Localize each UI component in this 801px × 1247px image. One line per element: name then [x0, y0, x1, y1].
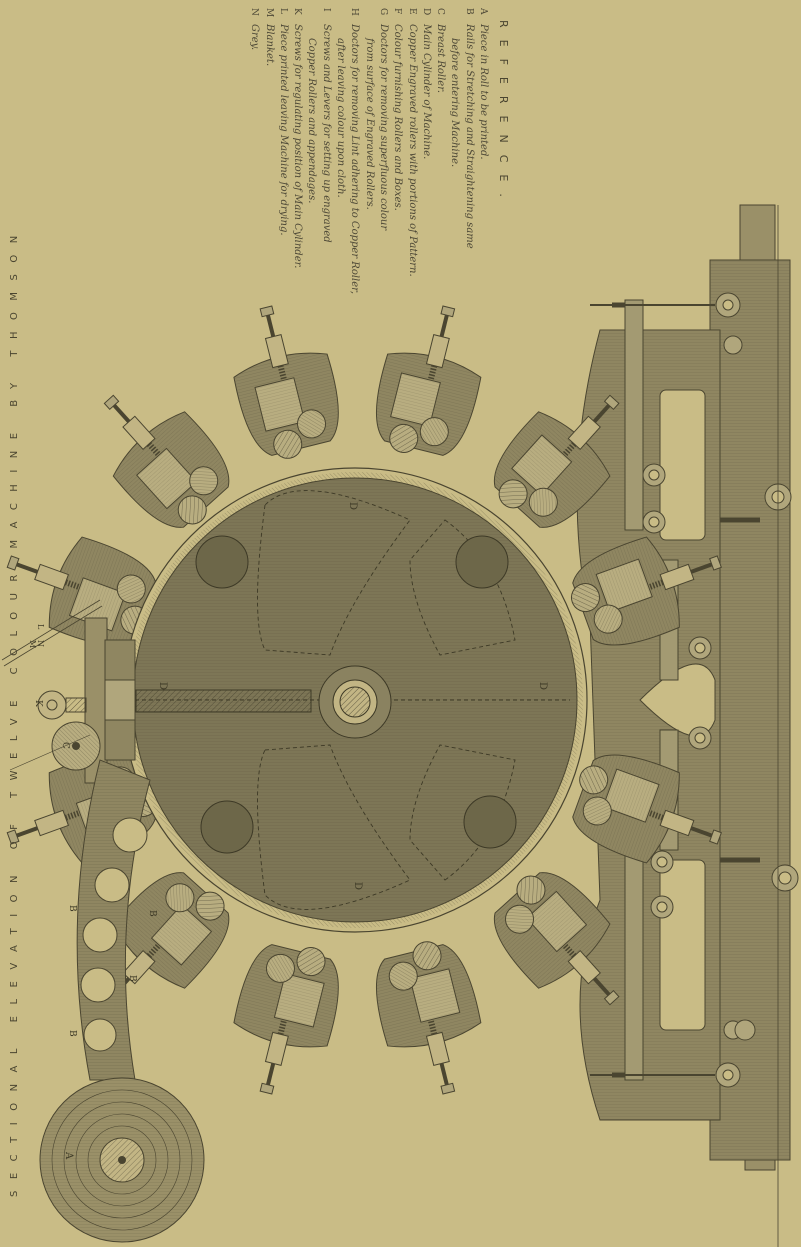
reference-text: Doctors for removing superfluous colour: [377, 24, 389, 231]
reference-key: L: [277, 8, 288, 14]
reference-item: E Copper Engraved rollers with portions o…: [404, 8, 418, 308]
reference-item: N Grey.: [247, 8, 261, 308]
reference-text: Breast Roller.: [435, 24, 447, 94]
reference-item: Copper Rollers and appendages.: [304, 8, 318, 308]
reference-item: B Rails for Stretching and Straightening …: [461, 8, 475, 308]
colour-roller-box: [376, 941, 482, 1095]
reference-key: H: [349, 8, 360, 16]
reference-key: I: [320, 8, 331, 12]
svg-text:C: C: [60, 742, 70, 749]
colour-roller-box: [103, 872, 230, 1006]
svg-text:D: D: [157, 682, 168, 690]
reference-key: D: [420, 8, 431, 16]
reference-text: Piece printed leaving Machine for drying…: [277, 24, 289, 236]
svg-text:D: D: [537, 682, 548, 690]
svg-text:K: K: [33, 700, 43, 707]
reference-item: D Main Cylinder of Machine.: [419, 8, 433, 308]
reference-text: Main Cylinder of Machine.: [420, 24, 432, 160]
colour-roller-box: [572, 754, 722, 864]
reference-text: Piece in Roll to be printed.: [478, 24, 489, 160]
reference-text: Rails for Stretching and Straightening s…: [463, 24, 475, 249]
reference-key: F: [392, 8, 403, 15]
reference-item: before entering Machine.: [447, 8, 461, 308]
reference-item: G Doctors for removing superfluous colour: [376, 8, 390, 308]
colour-roller-box: [103, 394, 230, 528]
reference-text: Doctors for removing Lint adhering to Co…: [349, 24, 361, 295]
main-cylinder: D D D D: [122, 467, 588, 933]
reference-item: after leaving colour upon cloth.: [333, 8, 347, 308]
svg-text:B: B: [67, 905, 77, 912]
reference-key: [304, 8, 318, 24]
reference-key: B: [463, 8, 474, 15]
machine-frame: [576, 204, 799, 1247]
svg-text:M: M: [28, 640, 37, 648]
reference-key: [447, 8, 461, 24]
reference-item: F Colour furnishing Rollers and Boxes.: [390, 8, 404, 308]
reference-key: [361, 8, 375, 24]
reference-item: M Blanket.: [261, 8, 275, 308]
reference-key: G: [377, 8, 388, 16]
reference-item: I Screws and Levers for setting up engrav…: [318, 8, 332, 308]
reference-text: from surface of Engraved Rollers.: [363, 38, 375, 210]
reference-list: A Piece in Roll to be printed. B Rails for …: [247, 8, 490, 308]
reference-item: H Doctors for removing Lint adhering to C…: [347, 8, 361, 308]
reference-text: Screws and Levers for setting up engrave…: [320, 24, 332, 243]
reference-key: C: [435, 8, 446, 15]
colour-roller-box: [233, 944, 339, 1095]
svg-text:L: L: [36, 624, 45, 630]
svg-text:D: D: [347, 502, 358, 510]
reference-text: Copper Rollers and appendages.: [306, 38, 318, 204]
colour-roller-box: [493, 872, 620, 1006]
svg-text:B: B: [147, 910, 157, 917]
reference-text: Colour furnishing Rollers and Boxes.: [392, 24, 404, 211]
reference-text: Blanket.: [263, 24, 275, 67]
reference-key: M: [263, 8, 274, 18]
reference-text: Screws for regulating position of Main C…: [292, 24, 304, 269]
piece-roll: A: [39, 1077, 205, 1243]
reference-key: K: [292, 8, 303, 15]
svg-text:B: B: [127, 975, 137, 982]
reference-text: Grey.: [249, 24, 261, 51]
svg-text:D: D: [352, 882, 363, 890]
svg-text:N: N: [36, 640, 45, 647]
plate-title: SECTIONAL ELEVATION OF TWELVE COLOUR MAC…: [9, 224, 20, 1197]
reference-legend: REFERENCE. A Piece in Roll to be printed.…: [247, 8, 516, 308]
colour-roller-box: [570, 536, 722, 646]
svg-text:A: A: [63, 1151, 74, 1160]
breast-roller-assembly: C K L M N: [1, 599, 136, 784]
reference-heading: REFERENCE.: [497, 20, 510, 209]
reference-text: Copper Engraved rollers with portions of…: [406, 24, 418, 277]
reference-key: E: [406, 8, 417, 15]
reference-key: A: [478, 8, 488, 15]
reference-item: from surface of Engraved Rollers.: [361, 8, 375, 308]
reference-item: L Piece printed leaving Machine for dryin…: [276, 8, 290, 308]
colour-roller-box: [376, 305, 482, 456]
reference-text: before entering Machine.: [449, 38, 461, 168]
colour-roller-box: [493, 394, 620, 528]
reference-item: C Breast Roller.: [433, 8, 447, 308]
reference-key: N: [249, 8, 260, 16]
reference-key: [333, 8, 347, 24]
reference-text: after leaving colour upon cloth.: [335, 38, 347, 198]
colour-roller-box: [233, 305, 339, 459]
reference-item: A Piece in Roll to be printed.: [476, 8, 490, 308]
svg-text:B: B: [67, 1030, 77, 1037]
reference-item: K Screws for regulating position of Main …: [290, 8, 304, 308]
